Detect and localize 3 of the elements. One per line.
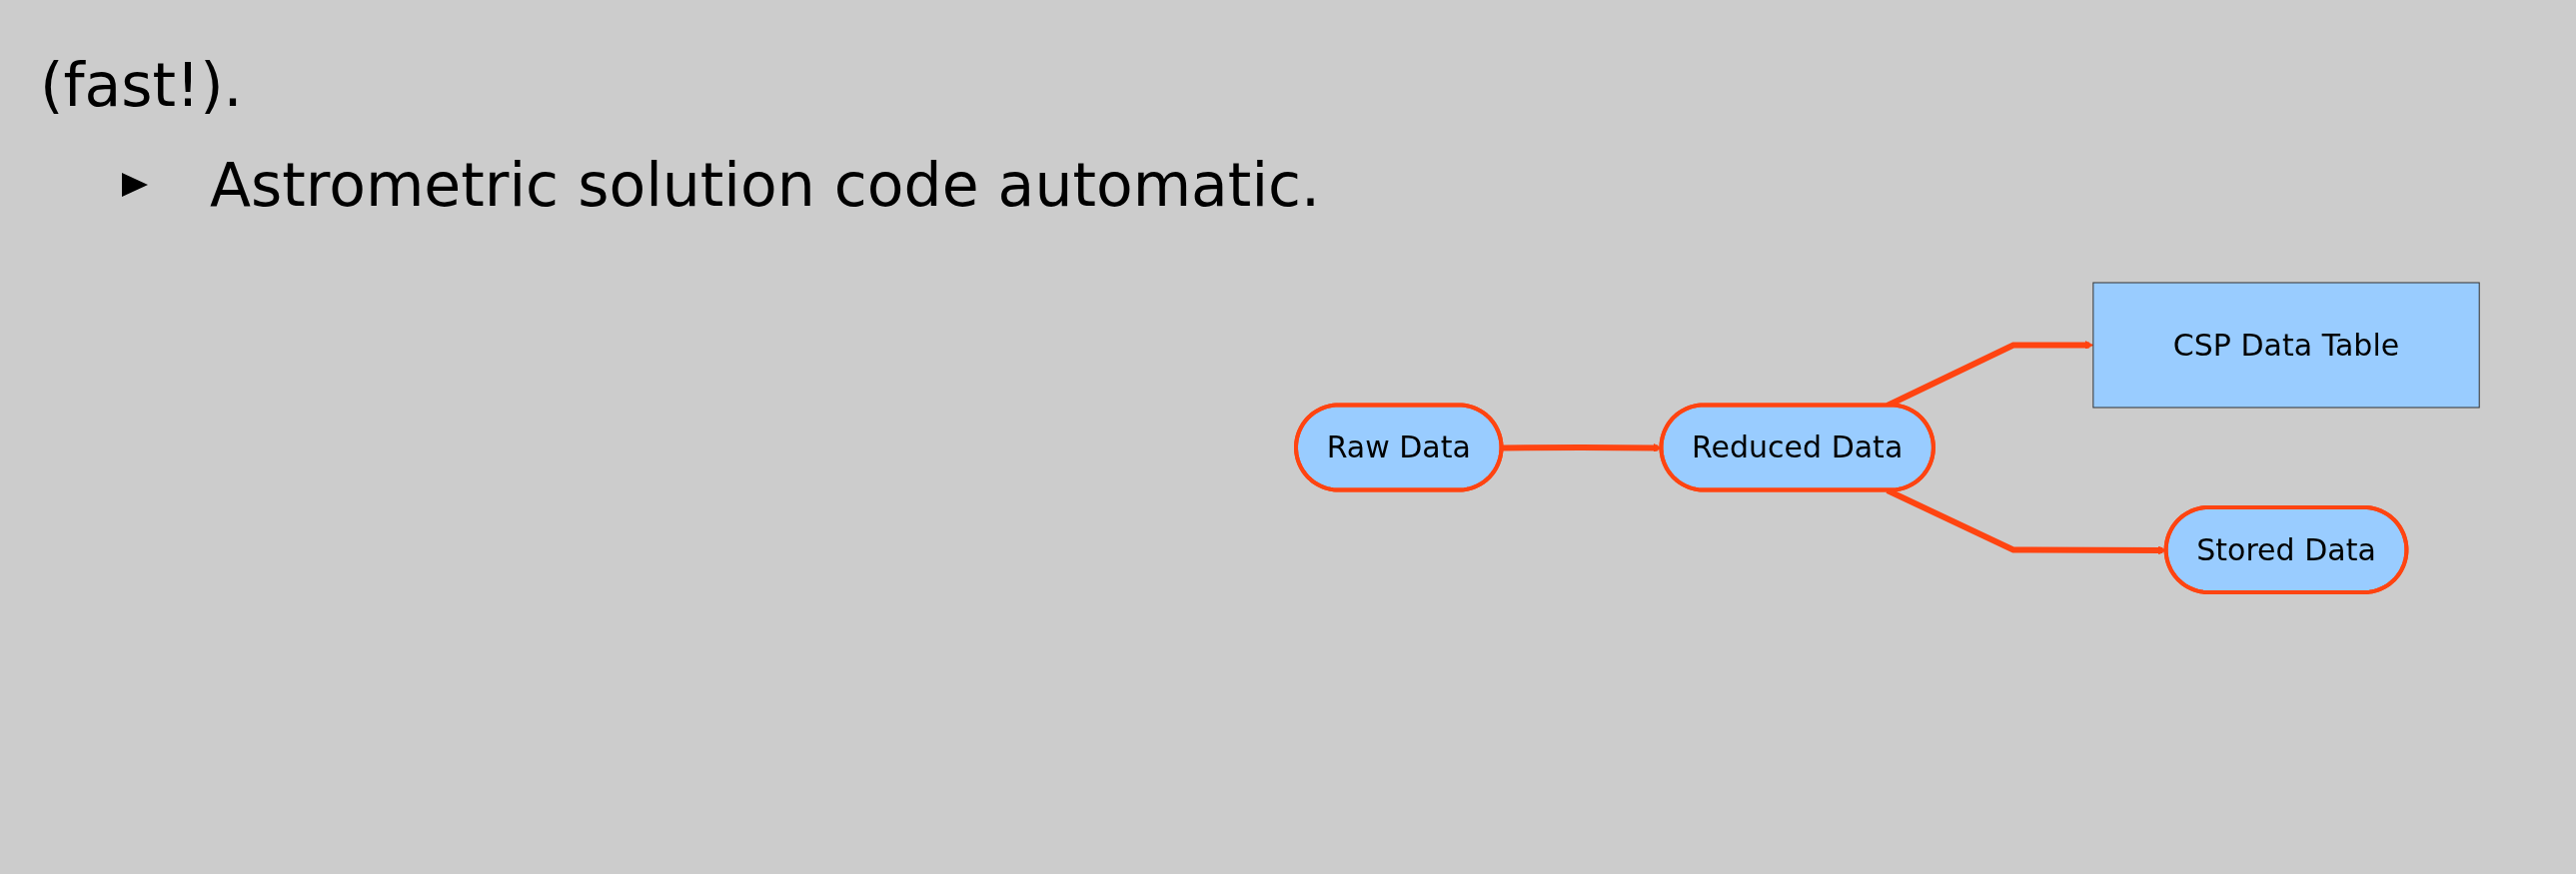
node-box: CSP Data Table (2092, 282, 2480, 408)
bullet-text: Astrometric solution code automatic. (210, 150, 1321, 220)
bullet-text: (fast!). (40, 50, 243, 120)
